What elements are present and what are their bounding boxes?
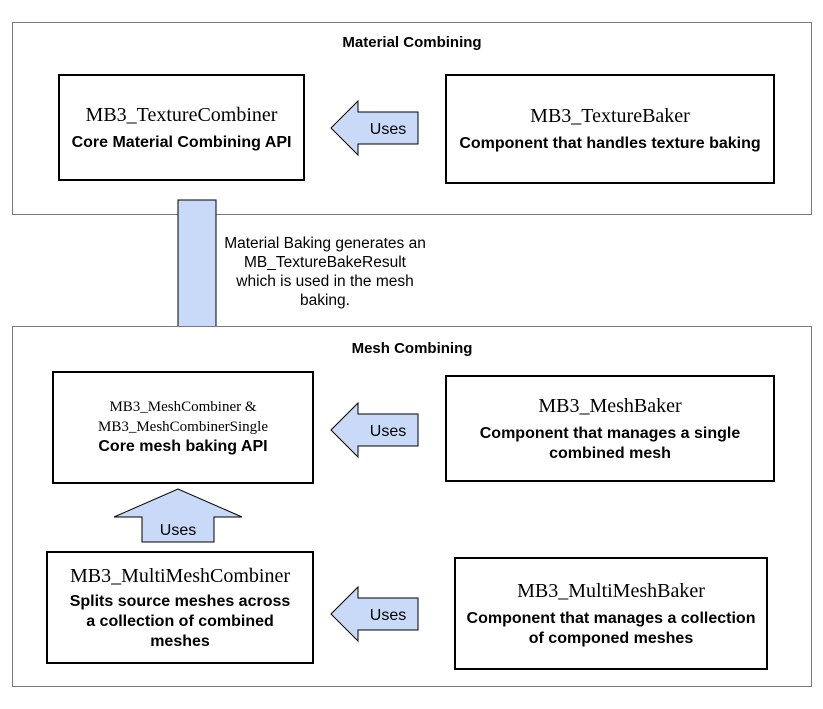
mesh-combining-title: Mesh Combining — [351, 340, 473, 357]
multi-mesh-combiner-name: MB3_MultiMeshCombiner — [69, 564, 290, 587]
texture-baker-box: MB3_TextureBaker Component that handles … — [445, 74, 775, 184]
multi-mesh-baker-box: MB3_MultiMeshBaker Component that manage… — [454, 557, 768, 670]
bake-result-note: Material Baking generates an MB_TextureB… — [190, 235, 460, 311]
mesh-combiner-name-line1: MB3_MeshCombiner & — [109, 399, 257, 415]
uses-arrow-multi: Uses — [330, 585, 419, 643]
uses-arrow-material: Uses — [330, 99, 419, 157]
bake-result-note-line1: Material Baking generates an — [224, 235, 426, 252]
mesh-baker-name: MB3_MeshBaker — [538, 394, 682, 417]
uses-label-mesh: Uses — [370, 423, 406, 440]
texture-baker-name: MB3_TextureBaker — [530, 105, 690, 127]
texture-combiner-desc: Core Material Combining API — [71, 133, 292, 151]
mesh-combiner-box: MB3_MeshCombiner & MB3_MeshCombinerSingl… — [52, 371, 314, 484]
mesh-combiner-desc: Core mesh baking API — [98, 438, 268, 455]
uses-label-multi: Uses — [370, 607, 406, 624]
multi-mesh-baker-desc: Component that manages a collection of c… — [466, 609, 756, 647]
mesh-baker-box: MB3_MeshBaker Component that manages a s… — [445, 375, 775, 482]
multi-mesh-combiner-desc: Splits source meshes across a collection… — [69, 592, 291, 650]
uses-label-up: Uses — [160, 522, 196, 539]
uses-arrow-up: Uses — [113, 488, 243, 543]
uses-arrow-mesh: Uses — [330, 401, 419, 459]
mesh-baker-desc: Component that manages a single combined… — [479, 424, 741, 462]
material-combining-title: Material Combining — [342, 34, 482, 51]
texture-combiner-name: MB3_TextureCombiner — [85, 103, 278, 126]
texture-combiner-box: MB3_TextureCombiner Core Material Combin… — [58, 74, 305, 181]
mesh-combiner-name-line2: MB3_MeshCombinerSingle — [97, 418, 268, 435]
texture-baker-desc: Component that handles texture baking — [459, 135, 761, 152]
uses-label-material: Uses — [370, 121, 406, 138]
bake-result-note-line2: MB_TextureBakeResult — [244, 253, 406, 271]
multi-mesh-combiner-box: MB3_MultiMeshCombiner Splits source mesh… — [46, 551, 314, 664]
multi-mesh-baker-name: MB3_MultiMeshBaker — [517, 579, 705, 602]
bake-result-note-line4: baking. — [300, 291, 350, 309]
bake-result-note-line3: which is used in the mesh — [236, 272, 414, 290]
